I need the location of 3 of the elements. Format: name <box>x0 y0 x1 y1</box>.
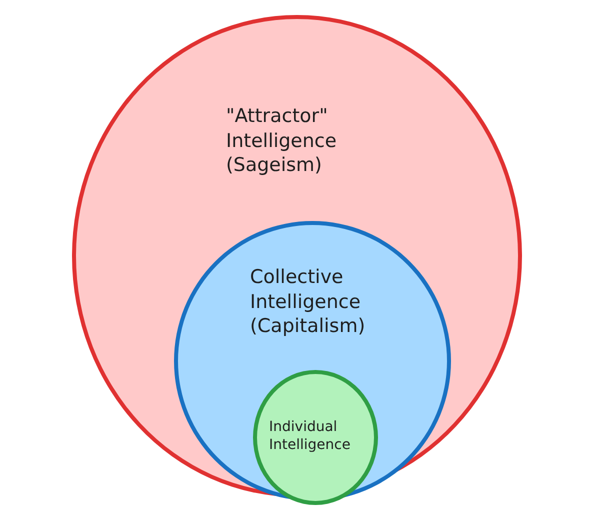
set-label: "Attractor" Intelligence (Sageism) <box>226 104 338 178</box>
set-label: Individual Intelligence <box>269 418 352 454</box>
set-label: Collective Intelligence (Capitalism) <box>250 265 366 340</box>
